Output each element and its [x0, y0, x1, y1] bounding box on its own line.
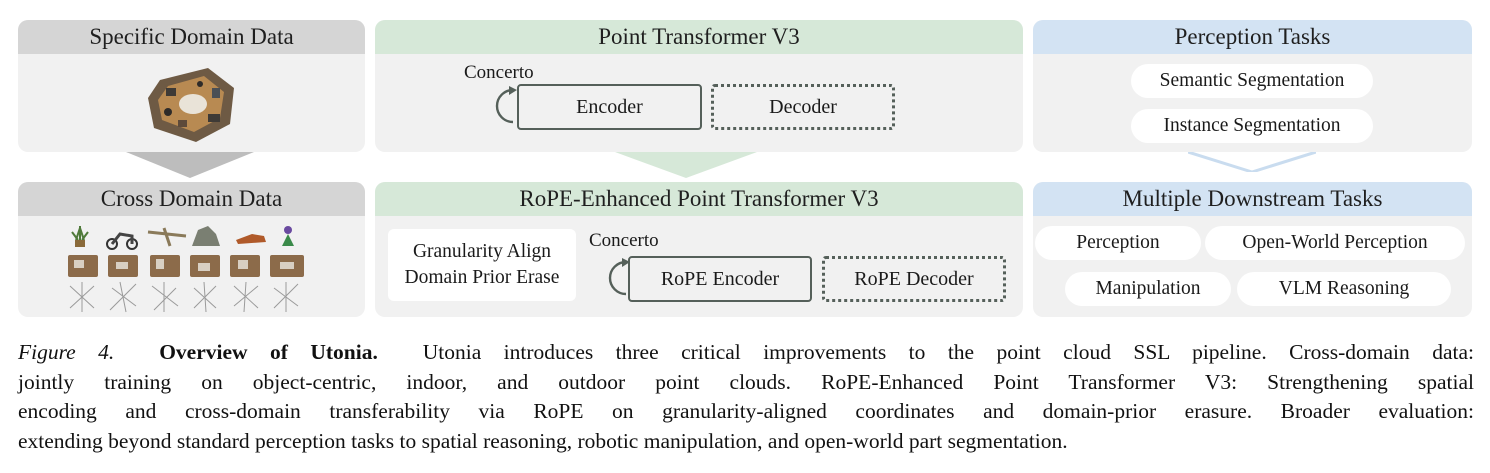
rope-ptv3-title: RoPE-Enhanced Point Transformer V3 — [375, 182, 1023, 216]
rope-ptv3-panel: RoPE-Enhanced Point Transformer V3 Granu… — [375, 182, 1023, 317]
domain-prior-erase-text: Domain Prior Erase — [405, 265, 560, 291]
caption-title: Overview of Utonia. — [159, 340, 378, 364]
flow-arrow-gray — [126, 152, 254, 178]
concerto-label: Concerto — [464, 62, 534, 84]
semantic-segmentation-pill: Semantic Segmentation — [1131, 64, 1373, 98]
indoor-scene-image — [138, 58, 248, 150]
loop-arrow-icon — [483, 86, 519, 126]
perception-pill: Perception — [1035, 226, 1201, 260]
specific-domain-panel: Specific Domain Data — [18, 20, 365, 152]
rope-encoder-box: RoPE Encoder — [628, 256, 812, 302]
flow-arrow-green — [615, 152, 757, 178]
outdoor-scan-thumbnails — [70, 282, 298, 312]
downstream-tasks-panel: Multiple Downstream Tasks Perception Ope… — [1033, 182, 1472, 317]
granularity-note-card: Granularity Align Domain Prior Erase — [388, 229, 576, 301]
indoor-room-thumbnails — [68, 255, 304, 277]
vlm-reasoning-pill: VLM Reasoning — [1237, 272, 1451, 306]
specific-domain-title: Specific Domain Data — [18, 20, 365, 54]
caption-line-1-text: Utonia introduces three critical improve… — [423, 340, 1474, 364]
flow-arrow-blue — [1188, 152, 1316, 172]
caption-line-2: jointly training on object-centric, indo… — [18, 368, 1474, 398]
figure-caption: Figure 4. Overview of Utonia. Utonia int… — [18, 338, 1474, 456]
granularity-align-text: Granularity Align — [413, 239, 551, 265]
ptv3-title: Point Transformer V3 — [375, 20, 1023, 54]
downstream-tasks-title: Multiple Downstream Tasks — [1033, 182, 1472, 216]
perception-tasks-title: Perception Tasks — [1033, 20, 1472, 54]
caption-figure-label: Figure 4. — [18, 340, 114, 364]
motorcycle-thumbnail — [107, 234, 137, 249]
encoder-box: Encoder — [517, 84, 702, 130]
cross-domain-title: Cross Domain Data — [18, 182, 365, 216]
rope-decoder-box: RoPE Decoder — [822, 256, 1006, 302]
decoder-box: Decoder — [711, 84, 895, 130]
ptv3-panel: Point Transformer V3 Concerto Encoder De… — [375, 20, 1023, 152]
caption-line-4: extending beyond standard perception tas… — [18, 427, 1474, 457]
shoe-thumbnail — [236, 234, 266, 244]
rope-concerto-label: Concerto — [589, 230, 659, 252]
cross-domain-thumbnails — [60, 222, 310, 314]
airplane-thumbnail — [148, 228, 186, 246]
figurine-thumbnail — [282, 226, 294, 246]
open-world-perception-pill: Open-World Perception — [1205, 226, 1465, 260]
perception-tasks-panel: Perception Tasks Semantic Segmentation I… — [1033, 20, 1472, 152]
plant-thumbnail — [72, 226, 88, 247]
instance-segmentation-pill: Instance Segmentation — [1131, 109, 1373, 143]
caption-line-3: encoding and cross-domain transferabilit… — [18, 397, 1474, 427]
manipulation-pill: Manipulation — [1065, 272, 1231, 306]
rope-loop-arrow-icon — [596, 258, 632, 298]
caption-line-1: Figure 4. Overview of Utonia. Utonia int… — [18, 338, 1474, 368]
statue-thumbnail — [192, 226, 220, 246]
